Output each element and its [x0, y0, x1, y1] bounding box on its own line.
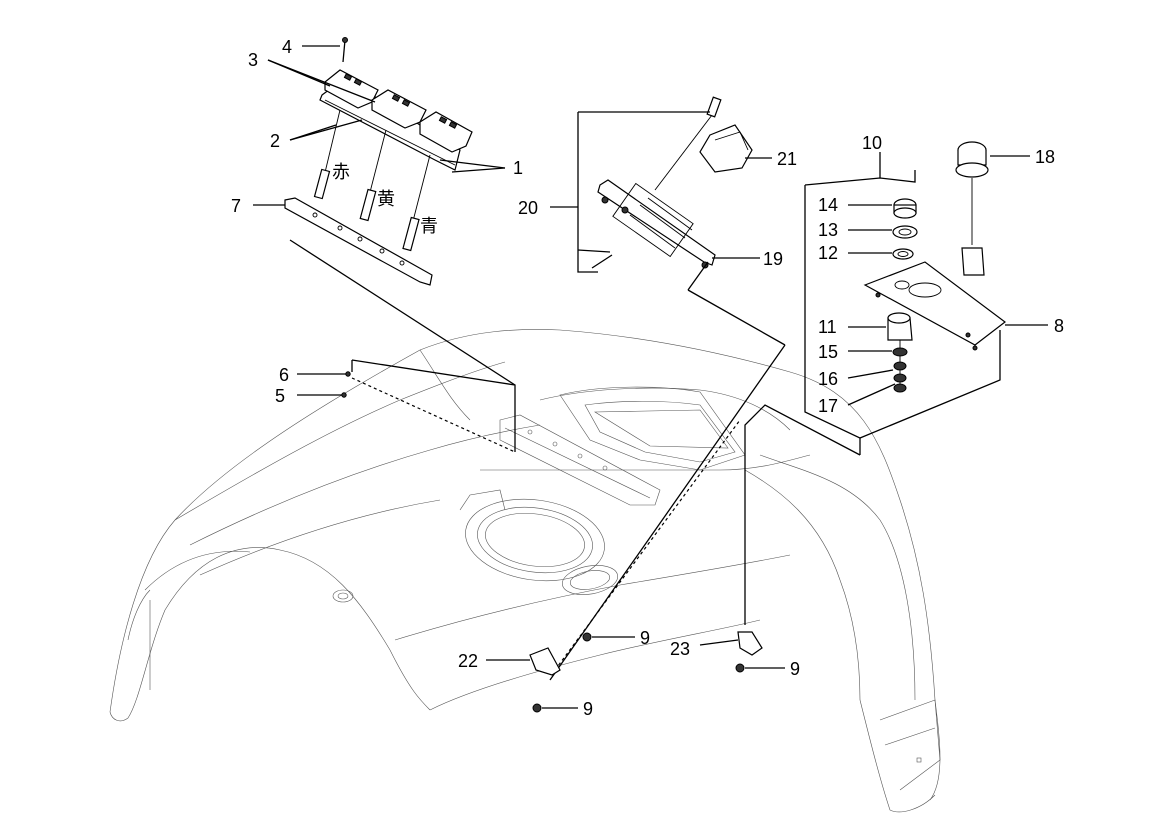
- callout-2: 2: [270, 131, 280, 151]
- wire-label-blue: 青: [420, 216, 438, 237]
- callout-13: 13: [818, 220, 838, 240]
- callout-9-b: 9: [583, 699, 593, 719]
- switch-bracket-assembly: [284, 37, 516, 453]
- callout-7: 7: [231, 196, 241, 216]
- callout-18: 18: [1035, 147, 1055, 167]
- wire-label-red: 赤: [332, 162, 350, 183]
- callout-12: 12: [818, 243, 838, 263]
- callout-9-c: 9: [790, 659, 800, 679]
- callout-1: 1: [513, 158, 523, 178]
- callout-20: 20: [518, 198, 538, 218]
- callout-3: 3: [248, 50, 258, 70]
- connector-bracket-assembly: [549, 96, 786, 681]
- callout-4: 4: [282, 37, 292, 57]
- callout-6: 6: [279, 365, 289, 385]
- callout-23: 23: [670, 639, 690, 659]
- bottom-clips: [486, 631, 785, 713]
- callout-8: 8: [1054, 316, 1064, 336]
- callout-11: 11: [818, 317, 837, 337]
- callout-19: 19: [763, 249, 783, 269]
- callout-16: 16: [818, 369, 838, 389]
- callout-5: 5: [275, 386, 285, 406]
- fender-cover: [109, 329, 941, 813]
- callout-10: 10: [862, 133, 882, 153]
- callout-labels: 4 3 2 1 7 6 5 20 21 19 10 18 14 13 12 8 …: [231, 37, 1064, 719]
- callout-22: 22: [458, 651, 478, 671]
- leader-lines-left: [253, 45, 516, 452]
- fuel-sender-assembly: [744, 141, 1048, 625]
- callout-21: 21: [777, 149, 797, 169]
- callout-14: 14: [818, 195, 838, 215]
- callout-9-a: 9: [640, 628, 650, 648]
- wire-label-yellow: 黄: [377, 189, 395, 210]
- callout-15: 15: [818, 342, 838, 362]
- callout-17: 17: [818, 396, 838, 416]
